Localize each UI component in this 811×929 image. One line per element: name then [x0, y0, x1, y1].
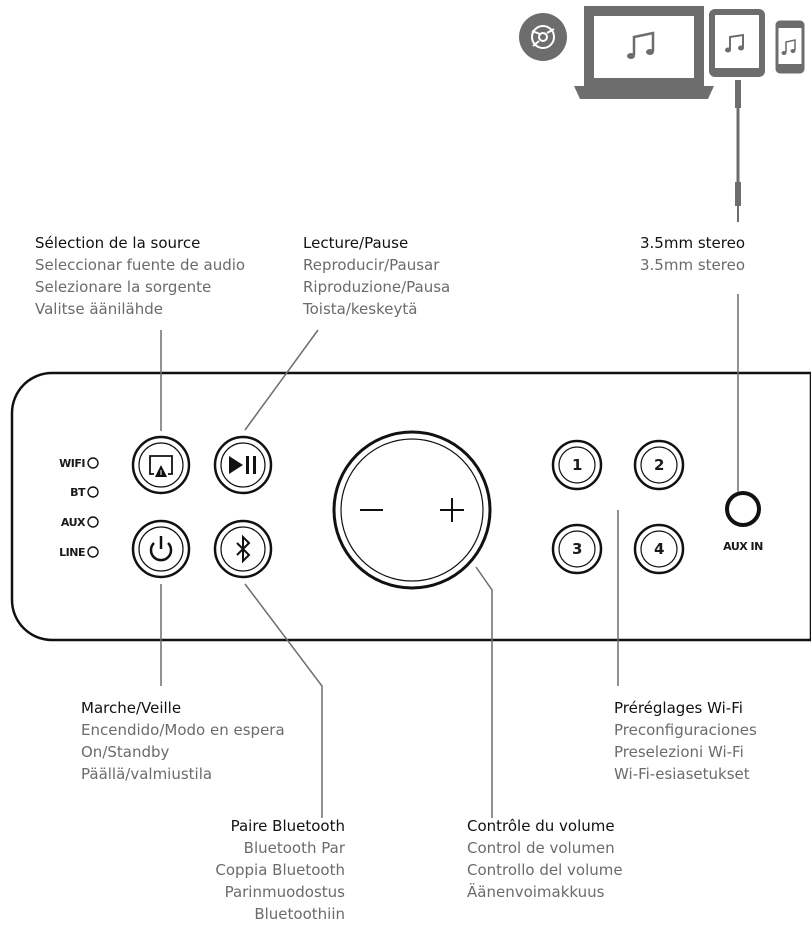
label-bluetooth-title: Paire Bluetooth [230, 817, 345, 835]
play-pause-icon [229, 456, 256, 474]
label-bluetooth-line: Bluetooth Par [243, 839, 345, 857]
source-icon [149, 455, 173, 477]
label-power-title: Marche/Veille [81, 699, 182, 717]
bluetooth-button[interactable] [213, 519, 273, 579]
preset-label-3: 3 [572, 540, 582, 558]
preset-button-2[interactable] [633, 439, 685, 491]
led-label-bt: BT [70, 486, 85, 499]
music-note-icon [627, 31, 655, 59]
label-presets-title: Préréglages Wi-Fi [614, 699, 743, 717]
preset-label-2: 2 [654, 456, 664, 474]
label-playpause-title: Lecture/Pause [303, 234, 409, 252]
label-volume-title: Contrôle du volume [467, 817, 615, 835]
label-source-line: Valitse äänilähde [35, 300, 163, 318]
aux-in-jack[interactable] [725, 491, 761, 527]
preset-button-1[interactable] [551, 439, 603, 491]
label-bluetooth-line: Bluetoothiin [254, 905, 345, 923]
label-volume-line: Äänenvoimakkuus [467, 883, 605, 901]
aux-in-label: AUX IN [723, 540, 763, 553]
laptop-icon [574, 6, 714, 99]
label-power-line: On/Standby [81, 743, 170, 761]
leader-lines [160, 294, 739, 818]
label-power-line: Päällä/valmiustila [81, 765, 213, 783]
volume-plus[interactable] [440, 498, 464, 522]
chrome-icon [519, 13, 567, 61]
label-source-title: Sélection de la source [35, 234, 201, 252]
label-aux-cable-line: 3.5mm stereo [640, 256, 746, 274]
label-bluetooth: Paire Bluetooth Bluetooth Par Coppia Blu… [180, 815, 345, 925]
play-pause-button[interactable] [213, 435, 273, 495]
label-volume: Contrôle du volume Control de volumen Co… [467, 815, 623, 903]
label-presets-line: Wi-Fi-esiasetukset [614, 765, 750, 783]
preset-label-4: 4 [654, 540, 664, 558]
label-source: Sélection de la source Seleccionar fuent… [35, 232, 245, 320]
label-power-line: Encendido/Modo en espera [81, 721, 285, 739]
label-playpause-line: Riproduzione/Pausa [303, 278, 451, 296]
label-playpause-line: Reproducir/Pausar [303, 256, 440, 274]
label-bluetooth-line: Parinmuodostus [224, 883, 345, 901]
led-label-line: LINE [59, 546, 85, 559]
label-volume-line: Control de volumen [467, 839, 615, 857]
power-icon [149, 536, 173, 562]
label-bluetooth-line: Coppia Bluetooth [215, 861, 345, 879]
label-source-line: Seleccionar fuente de audio [35, 256, 246, 274]
power-button[interactable] [131, 519, 191, 579]
led-indicators [87, 457, 99, 558]
label-aux-cable-title: 3.5mm stereo [640, 234, 746, 252]
label-aux-cable: 3.5mm stereo 3.5mm stereo [640, 232, 745, 276]
label-presets-line: Preselezioni Wi-Fi [614, 743, 744, 761]
volume-dial[interactable] [332, 430, 492, 590]
bluetooth-icon [236, 534, 251, 564]
preset-button-3[interactable] [551, 523, 603, 575]
label-power: Marche/Veille Encendido/Modo en espera O… [81, 697, 285, 785]
phone-icon [775, 20, 805, 74]
source-button[interactable] [131, 435, 191, 495]
label-volume-line: Controllo del volume [467, 861, 623, 879]
label-presets: Préréglages Wi-Fi Preconfiguraciones Pre… [614, 697, 757, 785]
aux-cable [735, 80, 741, 222]
label-playpause-line: Toista/keskeytä [303, 300, 418, 318]
label-source-line: Selezionare la sorgente [35, 278, 212, 296]
preset-label-1: 1 [572, 456, 582, 474]
tablet-icon [709, 9, 765, 77]
led-label-wifi: WIFI [59, 457, 85, 470]
led-label-aux: AUX [60, 516, 86, 529]
preset-button-4[interactable] [633, 523, 685, 575]
label-playpause: Lecture/Pause Reproducir/Pausar Riproduz… [303, 232, 450, 320]
label-presets-line: Preconfiguraciones [614, 721, 757, 739]
